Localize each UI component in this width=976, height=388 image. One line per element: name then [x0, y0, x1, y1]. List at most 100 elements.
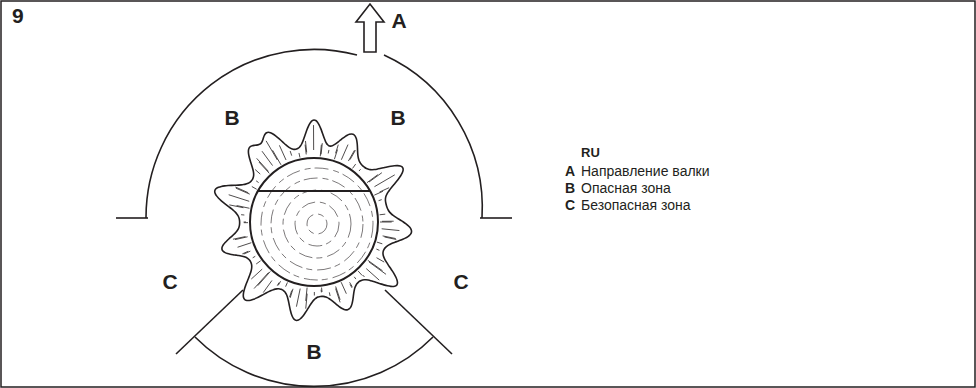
- root-texture: [359, 169, 361, 171]
- root-texture: [286, 282, 288, 286]
- root-texture: [358, 271, 362, 275]
- root-texture: [321, 288, 323, 292]
- root-texture: [350, 284, 352, 288]
- legend-text: Направление валки: [581, 164, 710, 179]
- root-texture: [374, 175, 394, 187]
- root-texture: [238, 243, 252, 248]
- root-texture: [380, 214, 386, 216]
- zone-boundary: [176, 290, 243, 354]
- legend-text: Безопасная зона: [581, 198, 691, 213]
- tree-stump: [215, 120, 412, 320]
- root-texture: [363, 275, 365, 277]
- growth-ring: [295, 202, 339, 246]
- zone-boundary: [385, 290, 452, 354]
- root-texture: [256, 181, 258, 183]
- root-texture: [252, 187, 257, 190]
- root-texture: [382, 229, 400, 231]
- root-texture: [266, 141, 277, 160]
- root-texture: [336, 286, 340, 299]
- root-texture: [244, 222, 246, 223]
- root-texture: [377, 258, 385, 262]
- danger-arc: [195, 337, 433, 386]
- zone-letter: B: [306, 340, 321, 363]
- growth-ring: [307, 214, 327, 234]
- root-texture: [279, 145, 286, 160]
- root-texture: [306, 288, 307, 301]
- root-texture: [334, 150, 337, 160]
- root-texture: [376, 249, 379, 250]
- root-texture: [348, 150, 354, 161]
- root-texture: [256, 261, 260, 264]
- root-texture: [374, 191, 383, 195]
- root-texture: [379, 188, 389, 192]
- zone-letter: C: [162, 270, 177, 293]
- root-texture: [257, 158, 269, 171]
- root-texture: [341, 282, 346, 294]
- figure-number: 9: [12, 4, 24, 27]
- root-texture: [321, 290, 322, 293]
- root-texture: [273, 150, 281, 165]
- legend-text: Опасная зона: [581, 181, 671, 196]
- root-texture: [366, 269, 379, 281]
- root-texture: [290, 289, 293, 298]
- root-texture: [298, 153, 300, 158]
- felling-notch: [258, 190, 370, 192]
- danger-arc: [384, 55, 482, 218]
- root-texture: [369, 262, 386, 274]
- felling-direction-arrow: [356, 4, 384, 52]
- root-texture: [242, 251, 248, 254]
- zone-letter: B: [224, 106, 239, 129]
- root-texture: [237, 206, 250, 209]
- root-texture: [229, 195, 250, 202]
- zone-letter: B: [390, 106, 405, 129]
- root-texture: [382, 221, 394, 222]
- root-texture: [369, 173, 382, 182]
- root-texture: [367, 175, 378, 183]
- root-outline: [215, 120, 412, 320]
- root-texture: [377, 242, 382, 244]
- root-texture: [244, 222, 248, 223]
- legend-key: C: [565, 198, 575, 213]
- root-texture: [350, 150, 355, 159]
- root-texture: [328, 150, 330, 154]
- root-texture: [263, 280, 272, 292]
- root-texture: [314, 292, 315, 296]
- root-texture: [296, 289, 300, 307]
- language-code: RU: [581, 146, 600, 160]
- root-texture: [258, 271, 271, 285]
- root-texture: [290, 151, 292, 156]
- root-texture: [368, 260, 383, 271]
- root-texture: [255, 170, 260, 175]
- root-texture: [379, 200, 382, 201]
- root-texture: [259, 162, 269, 173]
- root-texture: [290, 290, 292, 297]
- root-texture: [253, 256, 256, 258]
- legend-key: A: [565, 164, 575, 179]
- zone-boundary: [116, 217, 148, 219]
- root-texture: [236, 188, 250, 194]
- root-texture: [341, 145, 348, 160]
- root-texture: [329, 292, 331, 296]
- cut-surface: [250, 158, 378, 286]
- zone-letter: A: [391, 9, 406, 32]
- root-texture: [262, 151, 273, 165]
- root-texture: [233, 237, 246, 240]
- root-texture: [235, 187, 248, 193]
- root-texture: [336, 289, 340, 303]
- legend-key: B: [565, 181, 575, 196]
- root-texture: [383, 236, 396, 239]
- root-texture: [354, 277, 356, 279]
- root-texture: [305, 141, 306, 152]
- root-texture: [241, 214, 244, 215]
- root-texture: [313, 125, 314, 150]
- zone-boundary: [480, 217, 512, 219]
- growth-ring: [283, 190, 351, 258]
- root-texture: [251, 269, 262, 279]
- root-texture: [277, 283, 279, 286]
- root-texture: [321, 143, 322, 154]
- zone-letter: C: [453, 270, 468, 293]
- growth-ring: [261, 168, 373, 280]
